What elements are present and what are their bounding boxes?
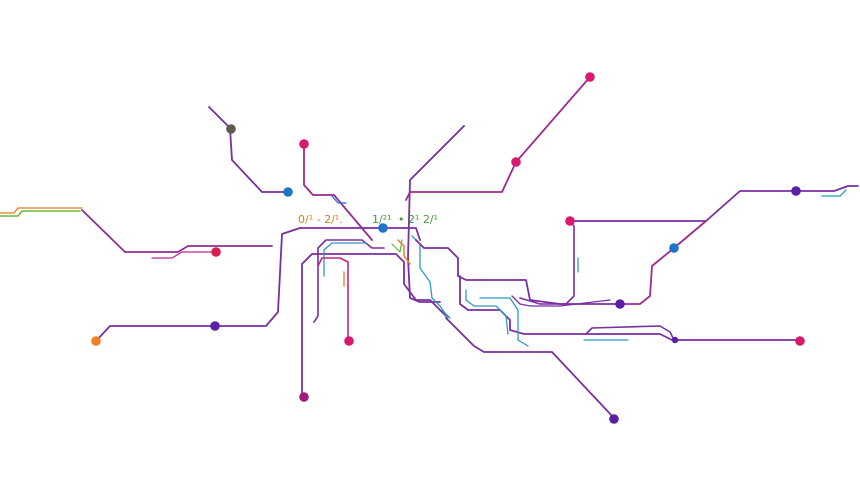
route-line-center-green [391, 239, 403, 253]
station-north-pink[interactable] [299, 139, 309, 149]
route-line-east-purple [415, 239, 621, 305]
route-line-north-magenta [303, 143, 373, 241]
route-line-lower-east-e [585, 325, 675, 341]
route-line-southwest [95, 227, 421, 342]
route-line-green-west [0, 210, 81, 217]
route-line-central-c [323, 242, 367, 277]
route-line-east-blue [619, 220, 707, 305]
station-west-red[interactable] [211, 247, 221, 257]
station-far-east-pink[interactable] [795, 336, 805, 346]
route-line-orange-west [0, 207, 83, 214]
route-line-lower-east-c [479, 297, 529, 347]
route-line-central-a [301, 253, 447, 397]
route-line-west-purple [81, 209, 273, 253]
station-north-blue[interactable] [283, 187, 293, 197]
station-northeast-pink[interactable] [511, 157, 521, 167]
station-northeast-pink-top[interactable] [585, 72, 595, 82]
route-line-northeast-magenta [405, 76, 591, 201]
station-southwest-orange[interactable] [91, 336, 101, 346]
route-line-lower-east-a [459, 275, 801, 341]
station-east-small-purple[interactable] [671, 336, 679, 344]
route-line-central-d [317, 257, 349, 341]
label-right: • 2¹ 2/¹ [398, 213, 438, 226]
station-east-blue[interactable] [669, 243, 679, 253]
route-line-north-blue [331, 195, 347, 204]
station-northwest-gray[interactable] [226, 124, 236, 134]
route-line-east-short [519, 220, 575, 305]
route-line-east-magenta [569, 185, 859, 222]
route-line-east-cyan [821, 189, 847, 197]
label-mid: 1/²¹ [372, 213, 392, 226]
label-left: 0/¹ - 2/¹. [298, 213, 343, 226]
route-line-southeast [445, 317, 615, 419]
station-southwest-purple[interactable] [210, 321, 220, 331]
route-line-lower-east-b [465, 289, 509, 335]
route-line-southeast-cyan [441, 309, 451, 319]
station-south-magenta[interactable] [299, 392, 309, 402]
route-line-northeast-diagonal [407, 125, 465, 303]
route-line-lower-east-d [511, 295, 611, 307]
route-line-northwest [208, 106, 289, 193]
station-southeast-indigo[interactable] [609, 414, 619, 424]
route-line-west-magenta [151, 251, 215, 259]
station-east-pink[interactable] [565, 216, 575, 226]
station-center-blue[interactable] [378, 223, 388, 233]
station-south-pink[interactable] [344, 336, 354, 346]
station-east-indigo[interactable] [791, 186, 801, 196]
route-line-central-b [313, 239, 385, 323]
station-east-purple[interactable] [615, 299, 625, 309]
